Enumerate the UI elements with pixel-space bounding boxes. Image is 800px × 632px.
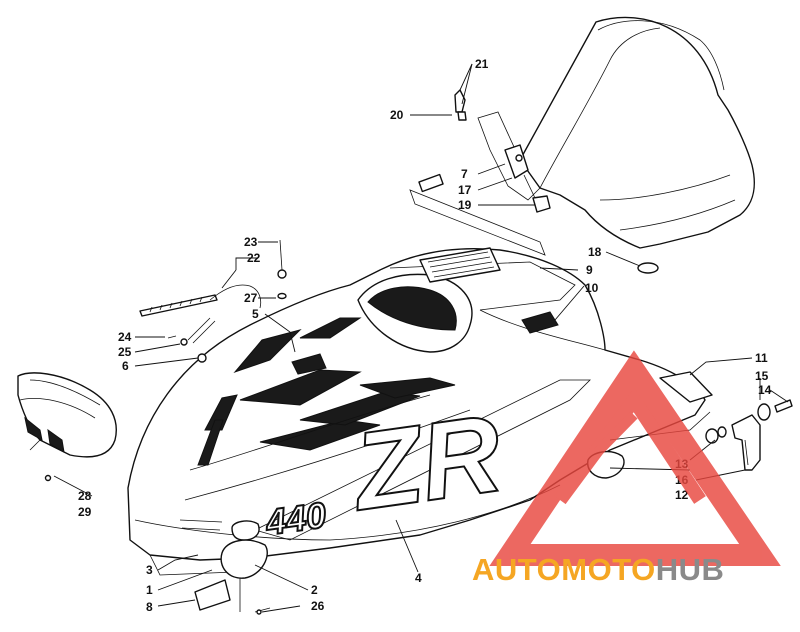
callout-1: 1 — [146, 583, 153, 597]
hood-decal-number: 440 — [262, 494, 328, 543]
callout-15: 15 — [755, 369, 769, 383]
leader-lines — [53, 63, 789, 613]
callout-22: 22 — [247, 251, 261, 265]
callout-18: 18 — [588, 245, 602, 259]
bezel-part — [194, 579, 231, 611]
callout-29: 29 — [78, 505, 92, 519]
watermark-logo-icon — [489, 350, 781, 566]
callout-19: 19 — [458, 198, 472, 212]
callout-11: 11 — [755, 351, 768, 365]
callout-25: 25 — [118, 345, 132, 359]
callout-9: 9 — [586, 263, 593, 277]
callout-23: 23 — [244, 235, 258, 249]
callout-5: 5 — [252, 307, 259, 321]
callout-21: 21 — [475, 57, 489, 71]
hood-trim-strip — [659, 371, 713, 403]
callout-7: 7 — [461, 167, 468, 181]
callout-20: 20 — [390, 108, 404, 122]
warning-decal — [419, 247, 501, 283]
callout-27: 27 — [244, 291, 258, 305]
hood: 440 ZR — [127, 247, 711, 579]
callout-17: 17 — [458, 183, 472, 197]
watermark: AUTOMOTOHUB — [472, 350, 781, 587]
callout-4: 4 — [415, 571, 422, 585]
callout-26: 26 — [311, 599, 325, 613]
callout-14: 14 — [758, 383, 772, 397]
callout-12: 12 — [675, 488, 689, 502]
side-panel — [17, 372, 117, 482]
watermark-text: AUTOMOTOHUB — [472, 552, 724, 587]
callout-6: 6 — [122, 359, 129, 373]
callout-10: 10 — [585, 281, 599, 295]
callout-3: 3 — [146, 563, 153, 577]
callout-8: 8 — [146, 600, 153, 614]
strap-hardware — [139, 239, 287, 363]
windshield-mount-tab — [409, 111, 546, 256]
callout-24: 24 — [118, 330, 132, 344]
latch-hardware — [705, 399, 793, 471]
windshield-hardware — [454, 89, 659, 274]
windshield — [519, 16, 756, 249]
hood-decal: 440 ZR — [253, 379, 591, 544]
callout-28: 28 — [78, 489, 92, 503]
callout-2: 2 — [311, 583, 318, 597]
hood-decal-model: ZR — [343, 392, 508, 535]
